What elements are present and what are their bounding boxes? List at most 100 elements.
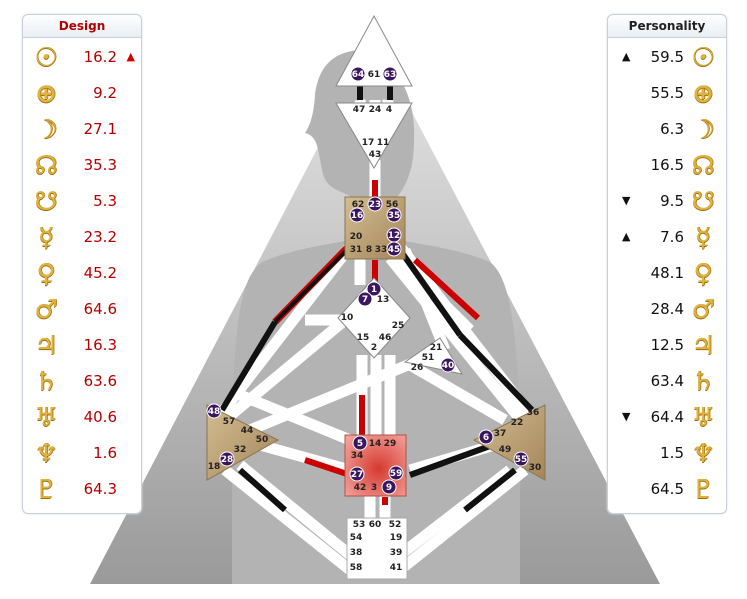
- g-center: [337, 277, 411, 359]
- gate-12: 12: [388, 231, 401, 241]
- gate-52: 52: [389, 520, 402, 530]
- gate-42: 42: [354, 483, 367, 493]
- pluto-icon: ♇: [34, 475, 58, 505]
- gate-16: 16: [351, 211, 364, 221]
- gate-62: 62: [352, 200, 365, 210]
- design-value: 27.1: [83, 120, 117, 138]
- gate-40: 40: [442, 361, 455, 371]
- personality-row-sun: ☉59.5▲: [608, 40, 726, 76]
- personality-row-north-node: ☊16.5: [608, 148, 726, 184]
- active-gate-marker: [382, 66, 398, 82]
- gate-36: 36: [527, 408, 540, 418]
- gate-44: 44: [241, 426, 254, 436]
- gate-18: 18: [208, 462, 221, 472]
- gate-21: 21: [430, 343, 443, 353]
- exalted-triangle-icon: ▲: [622, 230, 631, 243]
- active-gate-marker: [366, 281, 382, 297]
- active-gate-marker: [219, 451, 235, 467]
- design-value: 9.2: [93, 84, 117, 102]
- personality-value: 64.5: [650, 480, 684, 498]
- active-gate-marker: [357, 291, 373, 307]
- gate-58: 58: [350, 563, 363, 573]
- north-node-icon: ☊: [691, 151, 715, 181]
- active-gate-marker: [352, 435, 368, 451]
- gate-25: 25: [392, 321, 405, 331]
- neptune-icon: ♆: [34, 439, 58, 469]
- exalted-triangle-icon: ▲: [622, 50, 631, 63]
- uranus-icon: ♅: [34, 403, 58, 433]
- mercury-icon: ☿: [38, 223, 54, 253]
- neptune-icon: ♆: [691, 439, 715, 469]
- active-gate-marker: [513, 451, 529, 467]
- personality-row-saturn: ♄63.4: [608, 364, 726, 400]
- gate-54: 54: [350, 533, 363, 543]
- gate-28: 28: [221, 455, 234, 465]
- design-value: 1.6: [93, 444, 117, 462]
- personality-panel: Personality ☉59.5▲⊕55.5☽6.3☊16.5☋9.5▼☿7.…: [607, 14, 727, 514]
- design-value: 63.6: [83, 372, 117, 390]
- active-gate-marker: [386, 241, 402, 257]
- ajna-center: [335, 102, 413, 169]
- personality-value: 7.6: [660, 228, 684, 246]
- design-value: 64.6: [83, 300, 117, 318]
- moon-icon: ☽: [691, 115, 715, 145]
- personality-row-south-node: ☋9.5▼: [608, 184, 726, 220]
- gate-37: 37: [494, 429, 507, 439]
- gate-17: 17: [362, 138, 375, 148]
- gate-14: 14: [369, 439, 382, 449]
- design-row-venus: ♀45.2: [23, 256, 141, 292]
- gate-20: 20: [350, 232, 363, 242]
- active-gate-marker: [381, 479, 397, 495]
- gate-46: 46: [379, 333, 392, 343]
- gate-59: 59: [390, 469, 403, 479]
- gate-50: 50: [256, 435, 269, 445]
- gate-7: 7: [362, 295, 368, 305]
- personality-value: 9.5: [660, 192, 684, 210]
- design-row-earth: ⊕9.2: [23, 76, 141, 112]
- personality-row-neptune: ♆ 1.5: [608, 436, 726, 472]
- active-gate-marker: [349, 466, 365, 482]
- gate-43: 43: [369, 150, 382, 160]
- gate-6: 6: [483, 433, 489, 443]
- personality-row-earth: ⊕55.5: [608, 76, 726, 112]
- gate-13: 13: [377, 295, 390, 305]
- design-value: 16.3: [83, 336, 117, 354]
- root-center: [346, 517, 408, 580]
- exalted-triangle-icon: ▲: [126, 50, 135, 63]
- gate-56: 56: [386, 200, 399, 210]
- gate-31: 31: [350, 245, 363, 255]
- personality-row-venus: ♀ 48.1: [608, 256, 726, 292]
- gate-51: 51: [422, 353, 435, 363]
- active-gate-marker: [388, 465, 404, 481]
- personality-row-pluto: ♇ 64.5: [608, 472, 726, 508]
- design-row-mars: ♂64.6: [23, 292, 141, 328]
- venus-icon: ♀: [693, 259, 713, 289]
- active-gate-marker: [350, 66, 366, 82]
- active-gate-marker: [386, 207, 402, 223]
- gate-47: 47: [353, 105, 366, 115]
- personality-value: 55.5: [650, 84, 684, 102]
- gate-15: 15: [357, 333, 370, 343]
- gate-8: 8: [366, 245, 372, 255]
- personality-value: 48.1: [650, 264, 684, 282]
- active-gate-marker: [206, 403, 222, 419]
- design-row-saturn: ♄ 63.6: [23, 364, 141, 400]
- gate-5: 5: [357, 439, 363, 449]
- mars-icon: ♂: [691, 295, 715, 325]
- personality-row-moon: ☽6.3: [608, 112, 726, 148]
- gate-4: 4: [386, 105, 392, 115]
- activated-channels: [219, 86, 535, 513]
- gate-48: 48: [208, 407, 221, 417]
- pluto-icon: ♇: [691, 475, 715, 505]
- gate-1: 1: [371, 285, 377, 295]
- personality-value: 1.5: [660, 444, 684, 462]
- south-node-icon: ☋: [691, 187, 715, 217]
- design-row-moon: ☽ 27.1: [23, 112, 141, 148]
- moon-icon: ☽: [34, 115, 58, 145]
- personality-value: 63.4: [650, 372, 684, 390]
- gate-30: 30: [529, 463, 542, 473]
- personality-value: 28.4: [650, 300, 684, 318]
- saturn-icon: ♄: [34, 367, 58, 397]
- gate-26: 26: [411, 363, 424, 373]
